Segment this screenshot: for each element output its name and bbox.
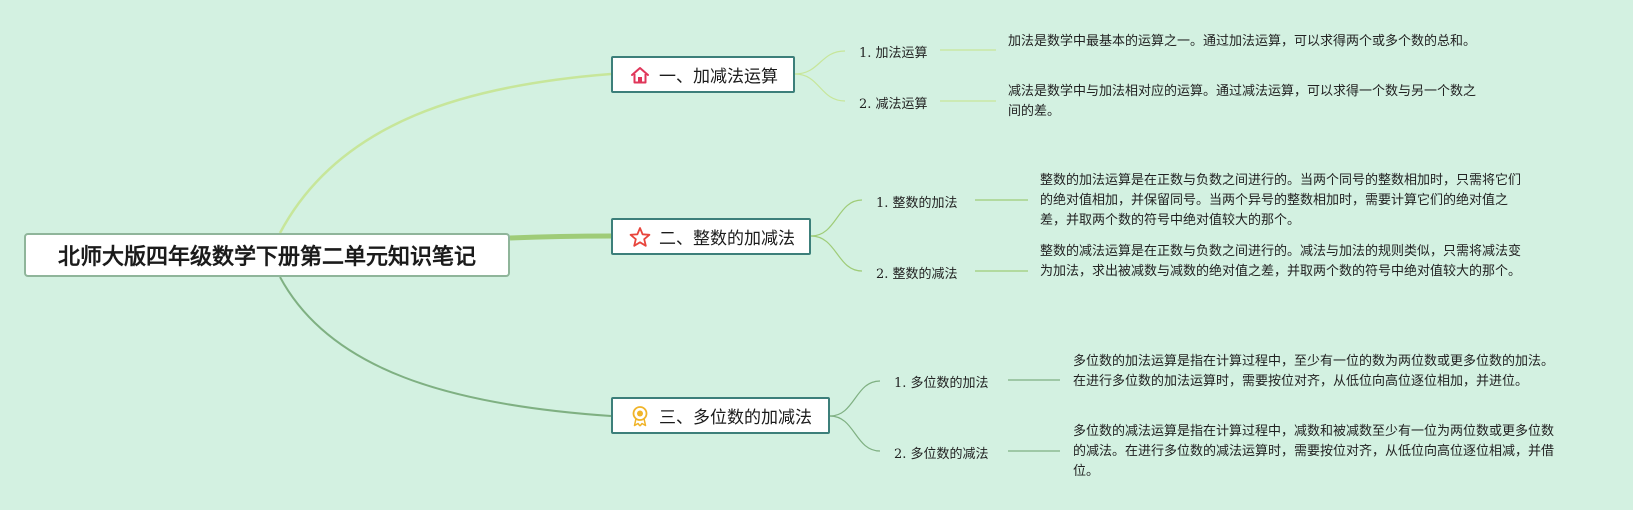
topic-1-to-sub-1-line (794, 50, 846, 75)
topic-2-label: 二、整数的加减法 (659, 229, 795, 249)
root-title: 北师大版四年级数学下册第二单元知识笔记 (57, 245, 476, 270)
award-badge-icon (629, 405, 651, 427)
subtopic-2-1[interactable]: 1. 整数的加法 (876, 196, 958, 211)
topic-3-to-sub-2-line (829, 415, 881, 452)
root-to-topic-1-line (278, 72, 612, 234)
note-1-2: 减法是数学中与加法相对应的运算。通过减法运算，可以求得一个数与另一个数之间的差。 (1008, 84, 1477, 119)
note-3-1: 多位数的加法运算是指在计算过程中，至少有一位的数为两位数或更多位数的加法。在进行… (1073, 354, 1555, 389)
note-3-2: 多位数的减法运算是指在计算过程中，减数和被减数至少有一位为两位数或更多位数的减法… (1073, 424, 1555, 479)
note-2-1: 整数的加法运算是在正数与负数之间进行的。当两个同号的整数相加时，只需将它们的绝对… (1040, 173, 1522, 228)
subtopic-2-2[interactable]: 2. 整数的减法 (876, 267, 958, 282)
topic-2-to-sub-1-line (810, 199, 863, 237)
root-to-topic-3-line (279, 276, 612, 417)
topic-1-label: 一、加减法运算 (659, 67, 778, 87)
topic-1-to-sub-2-line (794, 73, 846, 102)
subtopic-3-2[interactable]: 2. 多位数的减法 (894, 447, 989, 462)
root-to-topic-2-line (509, 233, 612, 241)
subtopic-1-1[interactable]: 1. 加法运算 (859, 46, 928, 61)
home-icon (629, 64, 651, 86)
topic-3-to-sub-1-line (829, 380, 881, 417)
note-2-2: 整数的减法运算是在正数与负数之间进行的。减法与加法的规则类似，只需将减法变为加法… (1040, 244, 1522, 279)
star-icon (629, 226, 651, 248)
subtopic-3-1[interactable]: 1. 多位数的加法 (894, 376, 989, 391)
topic-2[interactable]: 二、整数的加减法 (611, 218, 811, 255)
topic-3[interactable]: 三、多位数的加减法 (611, 397, 830, 434)
topic-1[interactable]: 一、加减法运算 (611, 56, 795, 93)
note-1-1: 加法是数学中最基本的运算之一。通过加法运算，可以求得两个或多个数的总和。 (1008, 34, 1477, 49)
root-topic[interactable]: 北师大版四年级数学下册第二单元知识笔记 (24, 233, 510, 277)
topic-3-label: 三、多位数的加减法 (659, 408, 812, 428)
topic-2-to-sub-2-line (810, 235, 863, 272)
subtopic-1-2[interactable]: 2. 减法运算 (859, 97, 928, 112)
